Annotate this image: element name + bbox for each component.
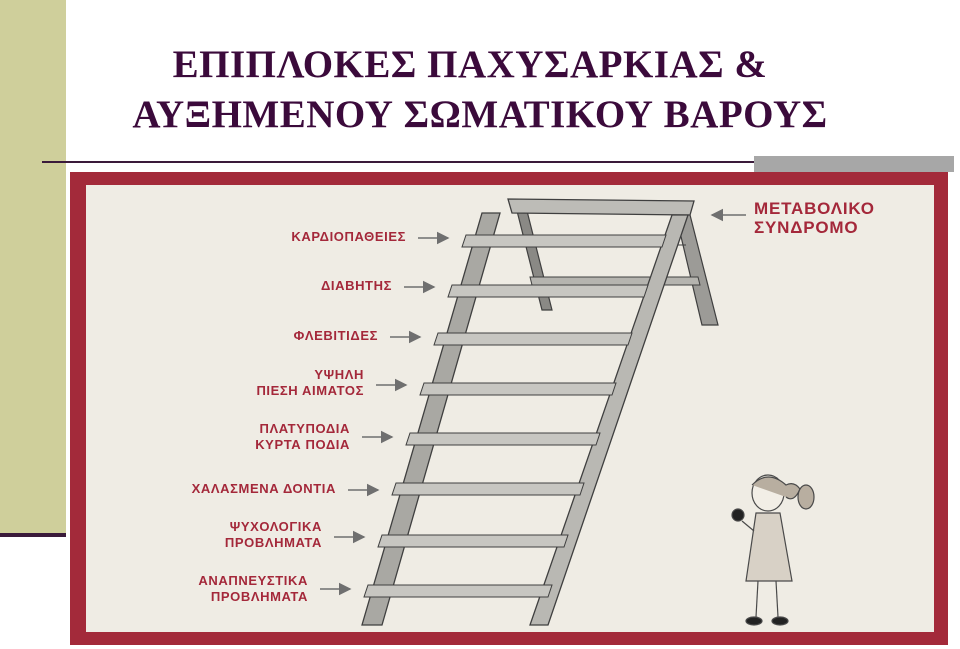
label-platypodia: ΠΛΑΤΥΠΟΔΙΑ ΚΥΡΤΑ ΠΟΔΙΑ: [255, 421, 350, 453]
label-kardiopatheies-line1: ΚΑΡΔΙΟΠΑΘΕΙΕΣ: [291, 229, 406, 244]
label-diavitis-line1: ΔΙΑΒΗΤΗΣ: [320, 278, 392, 293]
label-anapneustika: ΑΝΑΠΝΕΥΣΤΙΚΑ ΠΡΟΒΛΗΜΑΤΑ: [198, 573, 308, 605]
title-accent-bar: [754, 156, 954, 172]
title-divider: [42, 161, 954, 163]
label-metavoliko-line1: ΜΕΤΑΒΟΛΙΚΟ: [754, 199, 875, 218]
ladder-front-rails: [361, 212, 689, 626]
label-arrows: [320, 208, 746, 596]
label-anapneustika-line2: ΠΡΟΒΛΗΜΑΤΑ: [210, 589, 308, 604]
label-ypsili-piesi-line2: ΠΙΕΣΗ ΑΙΜΑΤΟΣ: [256, 383, 364, 398]
label-flevitides-line1: ΦΛΕΒΙΤΙΔΕΣ: [293, 328, 378, 343]
slide-title: ΕΠΙΠΛΟΚΕΣ ΠΑΧΥΣΑΡΚΙΑΣ & ΑΥΞΗΜΕΝΟΥ ΣΩΜΑΤΙ…: [0, 40, 960, 140]
illustration-panel: ΚΑΡΔΙΟΠΑΘΕΙΕΣ ΔΙΑΒΗΤΗΣ ΦΛΕΒΙΤΙΔΕΣ ΥΨΗΛΗ …: [86, 185, 934, 632]
ladder-top-board: [507, 198, 695, 216]
ladder-steps: [363, 234, 667, 598]
label-ypsili-piesi: ΥΨΗΛΗ ΠΙΕΣΗ ΑΙΜΑΤΟΣ: [256, 367, 364, 399]
label-fleviti-des: ΦΛΕΒΙΤΙΔΕΣ: [294, 328, 378, 344]
slide-title-line-2: ΑΥΞΗΜΕΝΟΥ ΣΩΜΑΤΙΚΟΥ ΒΑΡΟΥΣ: [132, 93, 828, 136]
label-psychologika-line2: ΠΡΟΒΛΗΜΑΤΑ: [224, 535, 322, 550]
label-ypsili-piesi-line1: ΥΨΗΛΗ: [314, 367, 364, 382]
label-diavitis: ΔΙΑΒΗΤΗΣ: [321, 278, 392, 294]
label-platypodia-line2: ΚΥΡΤΑ ΠΟΔΙΑ: [255, 437, 350, 452]
side-accent-rule: [0, 533, 66, 537]
label-platypodia-line1: ΠΛΑΤΥΠΟΔΙΑ: [259, 421, 350, 436]
label-psychologika-line1: ΨΥΧΟΛΟΓΙΚΑ: [229, 519, 322, 534]
label-chalasmena-dontia: ΧΑΛΑΣΜΕΝΑ ΔΟΝΤΙΑ: [192, 481, 336, 497]
side-accent-band: [0, 0, 66, 535]
label-kardiopatheies: ΚΑΡΔΙΟΠΑΘΕΙΕΣ: [291, 229, 406, 245]
label-metavoliko-syndromo: ΜΕΤΑΒΟΛΙΚΟ ΣΥΝΔΡΟΜΟ: [754, 199, 875, 237]
label-anapneustika-line1: ΑΝΑΠΝΕΥΣΤΙΚΑ: [198, 573, 308, 588]
label-chalasmena-dontia-line1: ΧΑΛΑΣΜΕΝΑ ΔΟΝΤΙΑ: [191, 481, 336, 496]
ladder-illustration: [320, 198, 815, 626]
child-figure: [731, 474, 815, 626]
ladder-back-legs: [515, 206, 719, 326]
label-psychologika: ΨΥΧΟΛΟΓΙΚΑ ΠΡΟΒΛΗΜΑΤΑ: [225, 519, 322, 551]
label-metavoliko-line2: ΣΥΝΔΡΟΜΟ: [754, 218, 859, 237]
slide-title-line-1: ΕΠΙΠΛΟΚΕΣ ΠΑΧΥΣΑΡΚΙΑΣ &: [172, 43, 768, 86]
